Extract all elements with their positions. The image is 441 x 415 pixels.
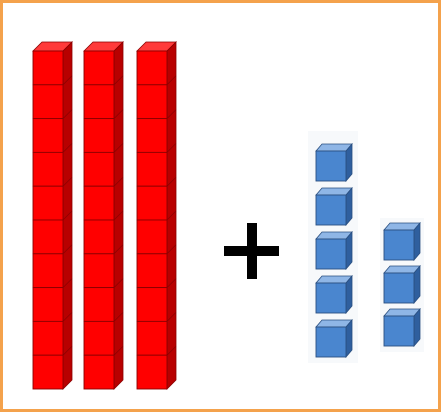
rod-unit-cube bbox=[32, 84, 64, 120]
rod-unit-cube bbox=[136, 185, 168, 221]
rod-side-edge bbox=[113, 143, 124, 153]
rod-unit-cube bbox=[83, 118, 115, 153]
rod-side-edge bbox=[166, 109, 177, 119]
rod-unit-cube bbox=[83, 287, 115, 322]
rod-unit-cube bbox=[136, 219, 168, 255]
rod-side-edge bbox=[166, 75, 177, 86]
cube-side-face bbox=[345, 230, 353, 271]
cube-side-face bbox=[413, 264, 421, 305]
rod-side-edge bbox=[62, 143, 73, 153]
cube-side-face bbox=[345, 186, 353, 227]
cube-front-face bbox=[383, 315, 415, 347]
rod-unit-cube bbox=[32, 287, 64, 322]
rod-side-edge bbox=[166, 244, 177, 255]
cube-front-face bbox=[315, 194, 347, 226]
rod-unit-cube bbox=[83, 50, 115, 86]
rod-unit-cube bbox=[32, 219, 64, 255]
one-cube bbox=[383, 221, 421, 262]
one-cube bbox=[315, 274, 353, 315]
ones-column bbox=[308, 131, 358, 363]
rod-side-edge bbox=[62, 75, 73, 86]
rod-unit-cube bbox=[32, 354, 64, 390]
cube-front-face bbox=[383, 272, 415, 304]
base-ten-blocks-diagram bbox=[32, 41, 424, 390]
rod-side-edge bbox=[113, 75, 124, 86]
cube-side-face bbox=[413, 221, 421, 262]
one-cube bbox=[383, 307, 421, 348]
rod-side-edge bbox=[62, 312, 73, 322]
rod-side-edge bbox=[62, 176, 73, 187]
ten-rod bbox=[136, 41, 177, 390]
rod-side-edge bbox=[62, 210, 73, 221]
rod-unit-cube bbox=[32, 185, 64, 221]
ten-rod bbox=[32, 41, 73, 390]
rod-side-edge bbox=[113, 244, 124, 255]
rod-unit-cube bbox=[136, 118, 168, 153]
cube-side-face bbox=[413, 307, 421, 348]
rod-unit-cube bbox=[32, 118, 64, 153]
rod-unit-cube bbox=[136, 253, 168, 289]
cube-front-face bbox=[315, 326, 347, 358]
rod-unit-cube bbox=[136, 354, 168, 390]
plus-sign bbox=[224, 223, 279, 279]
rod-side-edge bbox=[166, 143, 177, 153]
one-cube bbox=[315, 186, 353, 227]
rod-side-edge bbox=[113, 176, 124, 187]
cube-side-face bbox=[345, 142, 353, 183]
rod-unit-cube bbox=[136, 50, 168, 86]
cube-front-face bbox=[383, 229, 415, 261]
rod-unit-cube bbox=[32, 253, 64, 289]
rod-side-edge bbox=[62, 41, 73, 52]
rod-unit-cube bbox=[136, 287, 168, 322]
rod-unit-cube bbox=[136, 151, 168, 187]
rod-unit-cube bbox=[83, 320, 115, 356]
cube-front-face bbox=[315, 238, 347, 270]
rod-unit-cube bbox=[136, 84, 168, 120]
rod-side-edge bbox=[113, 278, 124, 288]
rod-unit-cube bbox=[83, 185, 115, 221]
rod-unit-cube bbox=[32, 320, 64, 356]
rod-side-edge bbox=[166, 345, 177, 356]
ten-rod bbox=[83, 41, 124, 390]
ones-column bbox=[380, 218, 424, 352]
rod-unit-cube bbox=[83, 354, 115, 390]
rod-side-edge bbox=[166, 312, 177, 322]
rod-unit-cube bbox=[136, 320, 168, 356]
one-cube bbox=[315, 142, 353, 183]
cube-front-face bbox=[315, 282, 347, 314]
rod-side-edge bbox=[62, 109, 73, 119]
one-cube bbox=[383, 264, 421, 305]
rod-side-edge bbox=[113, 345, 124, 356]
rod-side-edge bbox=[113, 109, 124, 119]
rod-side-edge bbox=[166, 41, 177, 52]
rod-unit-cube bbox=[32, 151, 64, 187]
rod-side-edge bbox=[62, 345, 73, 356]
one-cube bbox=[315, 230, 353, 271]
rod-side-edge bbox=[166, 210, 177, 221]
cube-side-face bbox=[345, 318, 353, 359]
rod-side-edge bbox=[113, 210, 124, 221]
rod-side-edge bbox=[166, 278, 177, 288]
rod-unit-cube bbox=[83, 219, 115, 255]
plus-vertical-bar bbox=[247, 223, 257, 279]
rod-side-edge bbox=[113, 41, 124, 52]
rod-unit-cube bbox=[83, 151, 115, 187]
cube-side-face bbox=[345, 274, 353, 315]
rod-side-edge bbox=[166, 176, 177, 187]
rod-side-edge bbox=[62, 244, 73, 255]
tens-rods bbox=[32, 41, 177, 390]
rod-side-edge bbox=[113, 312, 124, 322]
ones-cubes bbox=[308, 131, 424, 363]
rod-unit-cube bbox=[83, 253, 115, 289]
cube-front-face bbox=[315, 150, 347, 182]
rod-unit-cube bbox=[32, 50, 64, 86]
rod-side-edge bbox=[62, 278, 73, 288]
one-cube bbox=[315, 318, 353, 359]
rod-unit-cube bbox=[83, 84, 115, 120]
